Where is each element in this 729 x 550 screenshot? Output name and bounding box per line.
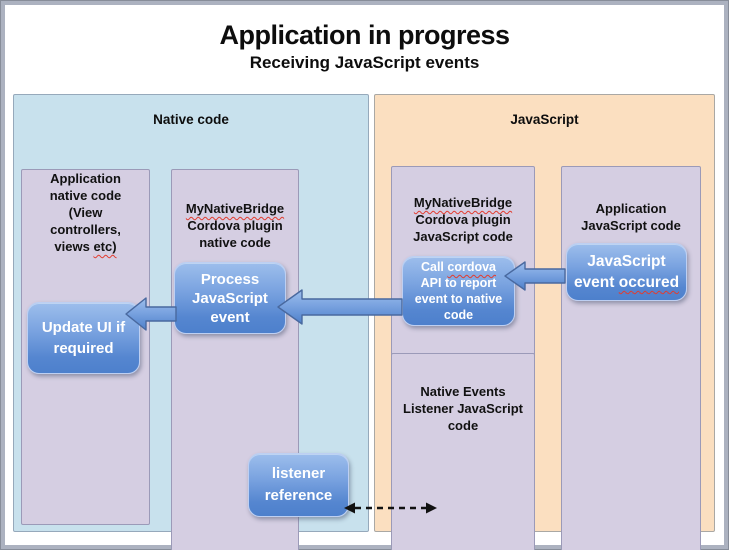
box-label-line: (View [68,205,103,220]
shape-label-line: JavaScript [192,289,268,307]
box-label-line: code [447,418,479,433]
box-label-line: Cordova plugin [187,218,283,233]
page-title: Application in progress [219,20,510,50]
box-label-line: JavaScript code [581,218,681,233]
shape-label-line: Process [200,270,260,288]
dashed-listener-link-arrow [344,502,437,514]
misspelled-word: MyNativeBridge [185,201,285,216]
shape-label-line: API to report [420,276,497,290]
shape-label-line: Call cordova [420,260,497,274]
box-label-line: Native Events [420,384,506,399]
shape-label-line: reference [264,487,333,504]
shape-label-line: required [53,340,114,357]
shape-label-line: event to native [414,292,503,306]
box-label-line: Application [50,171,121,186]
arrow-process-to-update [125,297,177,331]
box-label-line: JavaScript code [413,229,513,244]
page-subtitle: Receiving JavaScript events [249,53,480,72]
shape-label-line: Update UI if [41,319,126,336]
box-label-line: Cordova plugin [415,212,511,227]
application-javascript-code-box: Application JavaScript code [561,166,701,550]
misspelled-word: MyNativeBridge [413,195,513,210]
shape-label-line: code [443,308,474,322]
process-javascript-event-shape: Process JavaScript event [174,262,286,334]
shape-label-line: listener [271,465,326,482]
native-code-label: Native code [153,112,229,127]
box-label-line: Application [595,201,667,216]
misspelled-word: cordova [447,260,497,274]
native-events-listener-box: Native Events Listener JavaScript code [391,353,535,550]
box-label-line: native code [199,235,271,250]
arrow-occured-to-call [504,261,566,291]
shape-label-line: JavaScript [587,253,666,270]
arrow-call-to-process [277,289,403,325]
box-label-line: controllers, [50,222,121,237]
misspelled-word: etc) [93,239,117,254]
box-label-line: views etc) [54,239,117,254]
listener-reference-shape: listener reference [248,453,349,517]
javascript-label: JavaScript [510,112,579,127]
misspelled-word: occured [618,274,680,291]
update-ui-shape: Update UI if required [27,302,140,374]
box-label-line: Listener JavaScript [403,401,523,416]
box-label-line: native code [49,188,122,203]
javascript-event-occured-shape: JavaScript event occured [566,243,687,301]
shape-label-line: event occured [573,274,680,291]
shape-label-line: event [210,308,250,326]
call-cordova-api-shape: Call cordova API to report event to nati… [402,256,515,326]
